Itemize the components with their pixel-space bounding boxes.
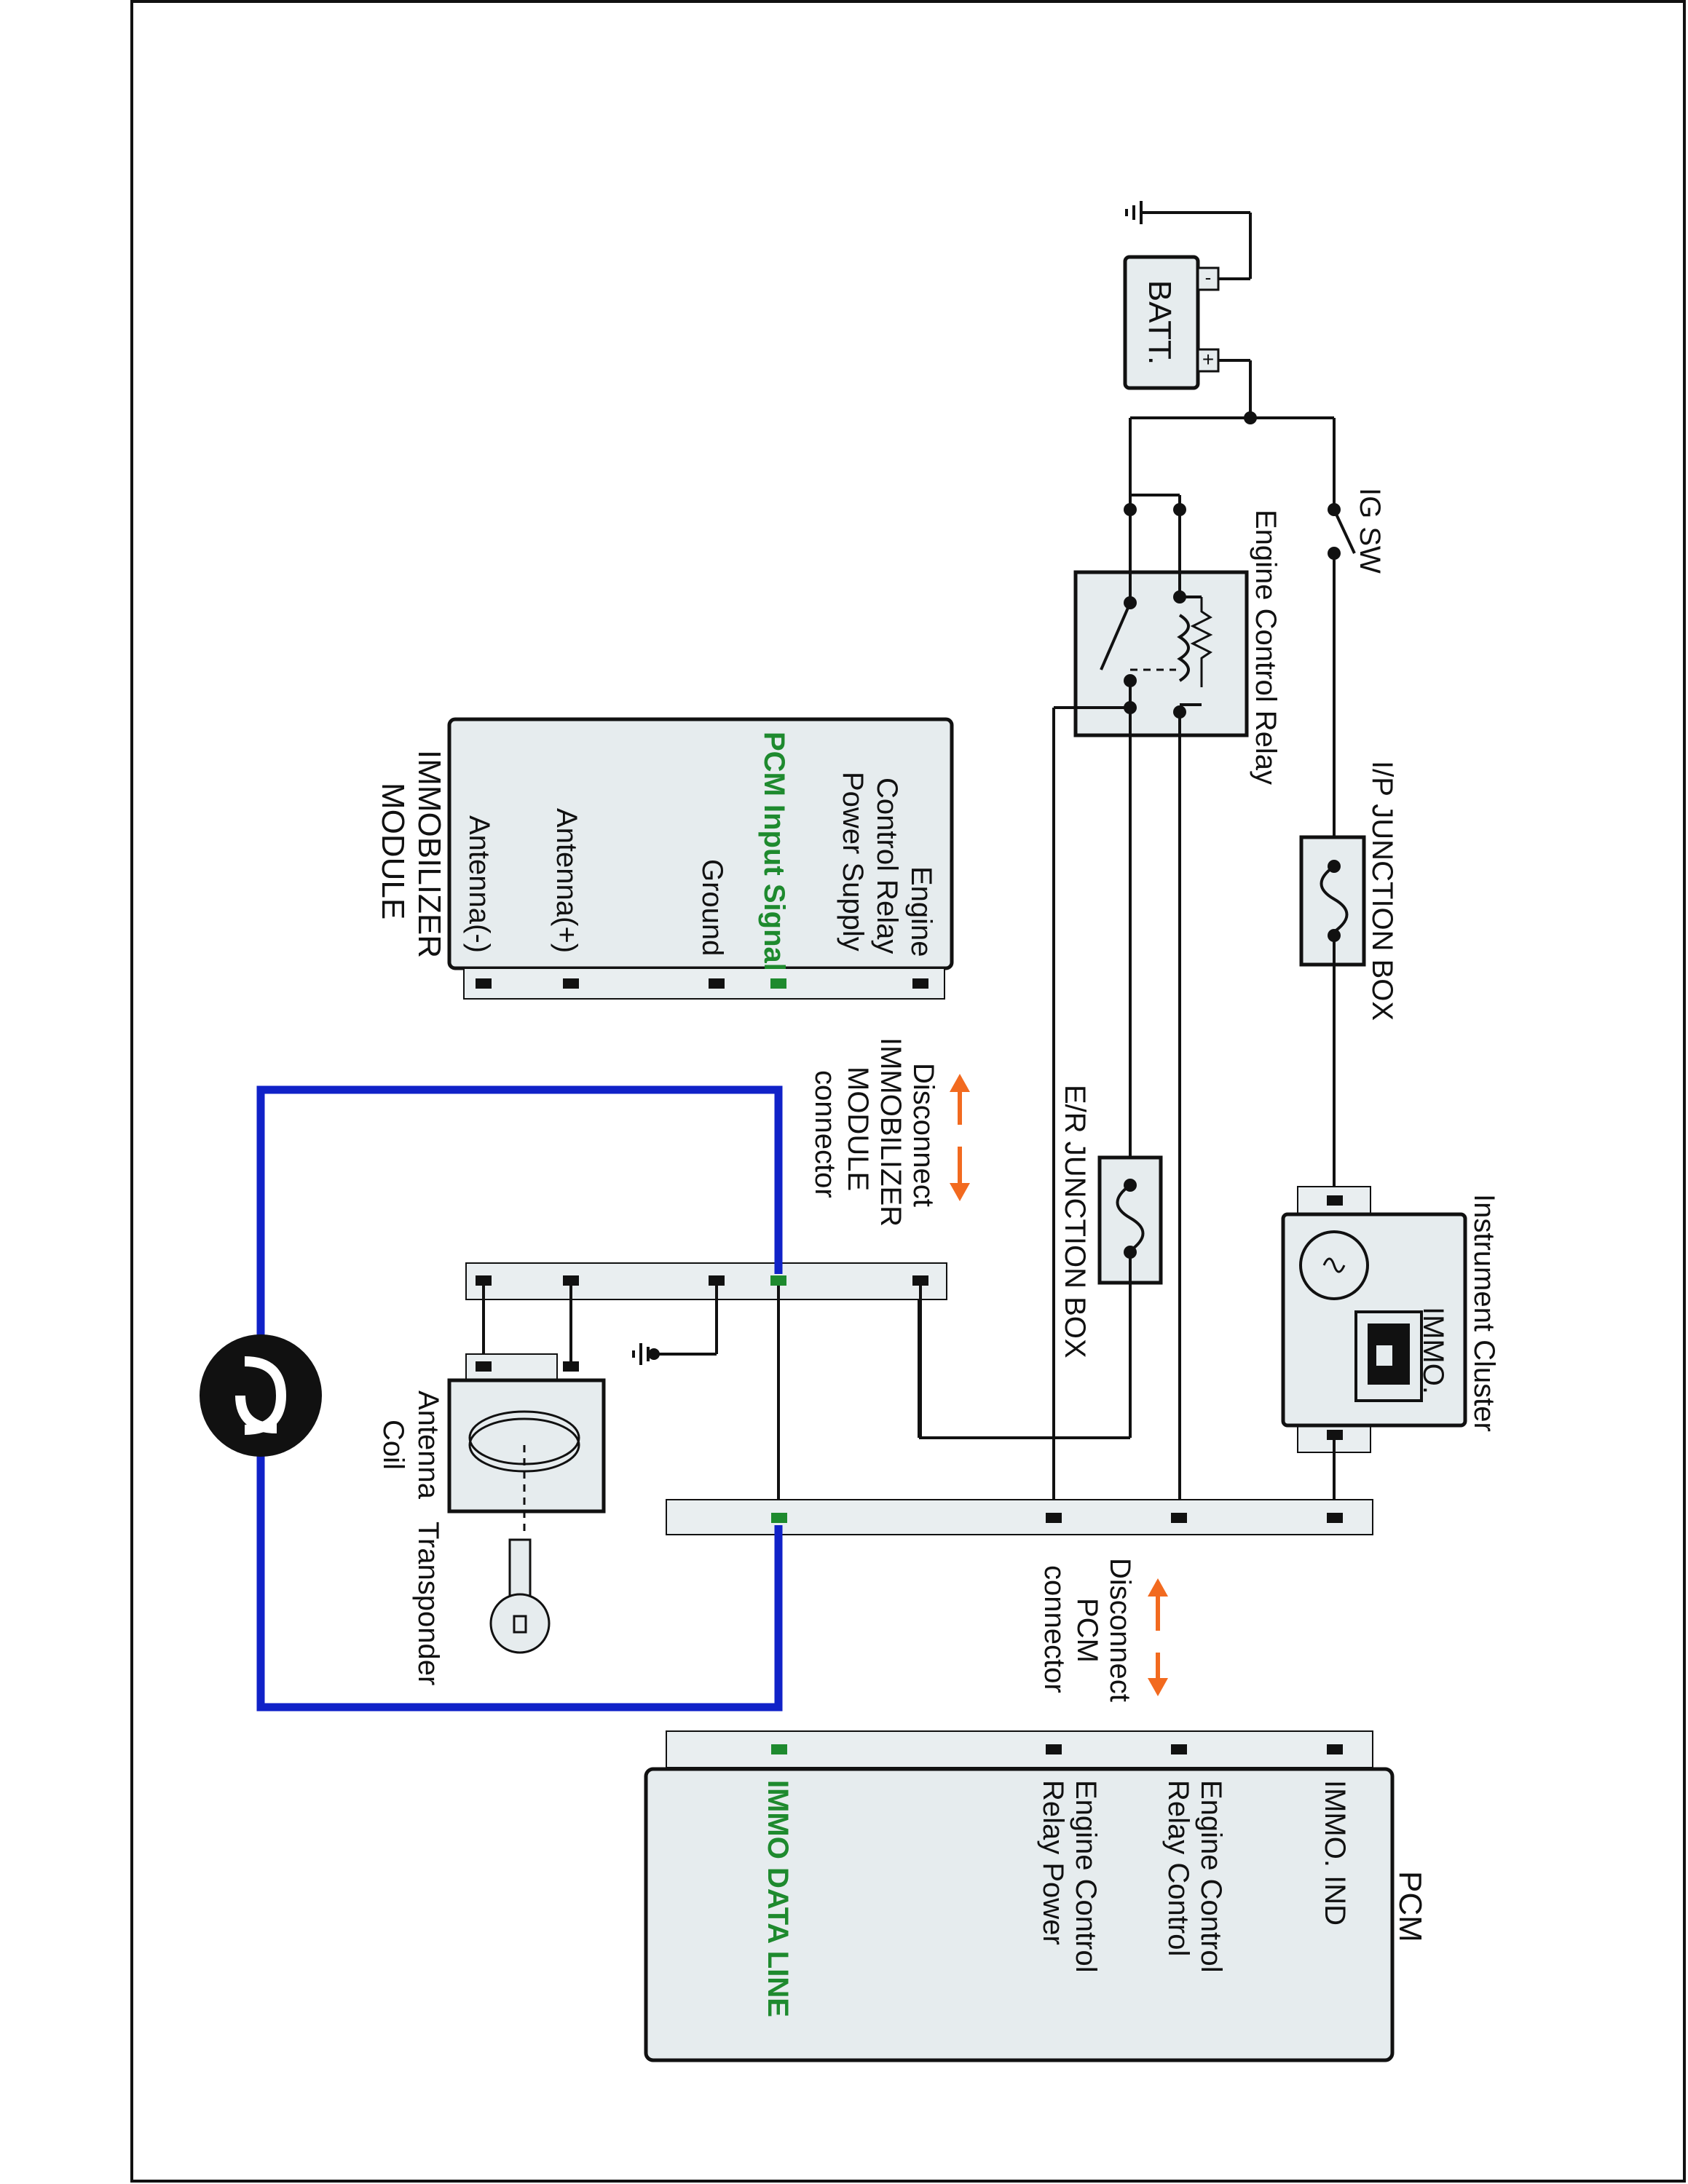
ip-junction-box-label: I/P JUNCTION BOX xyxy=(1366,761,1398,1021)
pin xyxy=(709,1275,725,1286)
pin xyxy=(770,1275,786,1286)
immo-pin-ground: Ground xyxy=(696,859,728,956)
page-frame xyxy=(130,0,1686,2183)
pin xyxy=(1046,1744,1062,1754)
immo-note-line3: MODULE xyxy=(842,1067,874,1191)
pin xyxy=(563,1361,579,1372)
antenna-coil-label-line2: Coil xyxy=(377,1420,409,1470)
pcm-pin-immo-ind: IMMO. IND xyxy=(1319,1780,1351,1926)
ground-symbol xyxy=(632,1343,660,1365)
engine-control-relay-label: Engine Control Relay xyxy=(1250,510,1282,785)
ig-switch: IG SW xyxy=(1328,488,1386,574)
transponder-key-icon: Transponder xyxy=(412,1522,551,1685)
pin xyxy=(563,978,579,989)
pcm-note-line3: connector xyxy=(1038,1565,1070,1693)
pin xyxy=(1327,1430,1343,1440)
immobilizer-module: Engine Control Relay Power Supply PCM In… xyxy=(375,717,954,1000)
immobilizer-module-title-line2: MODULE xyxy=(375,783,411,919)
immo-note-line4: connector xyxy=(809,1070,841,1198)
immo-pin-pcm-input-signal: PCM Input Signal xyxy=(758,732,790,971)
er-junction-box: E/R JUNCTION BOX xyxy=(1059,1085,1163,1358)
pin xyxy=(771,1513,787,1523)
pcm: PCM IMMO. IND Engine Control Relay Contr… xyxy=(644,1730,1428,2062)
instrument-cluster-label: Instrument Cluster xyxy=(1468,1194,1500,1432)
instrument-cluster-immo-label: IMMO. xyxy=(1417,1307,1449,1394)
immo-pin-antenna-plus: Antenna(+) xyxy=(551,808,583,953)
pin xyxy=(912,1275,928,1286)
antenna-coil-label-line1: Antenna xyxy=(412,1390,444,1500)
pcm-pin-relay-power-line2: Relay Power xyxy=(1037,1780,1069,1945)
immo-note-line2: IMMOBILIZER xyxy=(875,1037,907,1227)
pin xyxy=(1327,1744,1343,1754)
pcm-note-line1: Disconnect xyxy=(1104,1558,1136,1702)
battery-ground-symbol xyxy=(1125,201,1252,279)
antenna-coil: Antenna Coil xyxy=(377,1353,606,1536)
pcm-pin-immo-data-line: IMMO DATA LINE xyxy=(762,1780,794,2017)
er-junction-box-label: E/R JUNCTION BOX xyxy=(1059,1085,1091,1358)
pin xyxy=(1046,1513,1062,1523)
battery: - + BATT. xyxy=(1123,255,1250,390)
pin xyxy=(1171,1513,1187,1523)
pcm-pin-relay-power-line1: Engine Control xyxy=(1070,1780,1102,1973)
pcm-pin-relay-control-line2: Relay Control xyxy=(1162,1780,1194,1956)
pin xyxy=(563,1275,579,1286)
pin xyxy=(1171,1744,1187,1754)
battery-plus-sign: + xyxy=(1202,348,1214,371)
inspection-icon xyxy=(200,1334,322,1457)
immo-note-line1: Disconnect xyxy=(907,1063,939,1207)
pcm-title: PCM xyxy=(1392,1871,1428,1942)
pin xyxy=(709,978,725,989)
pcm-connector-disconnect-note: Disconnect PCM connector xyxy=(1038,1558,1168,1702)
pcm-connector-strip xyxy=(666,1499,1373,1535)
ip-junction-box: I/P JUNCTION BOX xyxy=(1299,761,1398,1021)
immo-connector-disconnect-note: Disconnect IMMOBILIZER MODULE connector xyxy=(809,1037,970,1227)
instrument-cluster: IMMO. Instrument Cluster xyxy=(1281,1186,1500,1453)
ig-switch-label: IG SW xyxy=(1354,488,1386,574)
pin xyxy=(476,978,492,989)
immo-pin-engine-relay-line1: Engine xyxy=(905,866,937,957)
pin xyxy=(912,978,928,989)
immo-pin-engine-relay-line2: Control Relay xyxy=(871,778,903,954)
pcm-note-line2: PCM xyxy=(1071,1598,1103,1663)
pin xyxy=(1327,1195,1343,1206)
pcm-pin-relay-control-line1: Engine Control xyxy=(1195,1780,1227,1973)
pin xyxy=(770,978,786,989)
immobilizer-connector-strip xyxy=(465,1262,947,1300)
immobilizer-module-title-line1: IMMOBILIZER xyxy=(411,750,447,958)
immo-pin-antenna-minus: Antenna(-) xyxy=(463,815,495,953)
pin xyxy=(476,1361,492,1372)
immo-indicator-icon xyxy=(1368,1324,1410,1385)
pin xyxy=(1327,1513,1343,1523)
battery-label: BATT. xyxy=(1142,280,1178,365)
immo-pin-engine-relay-line3: Power Supply xyxy=(837,772,869,951)
pin xyxy=(476,1275,492,1286)
battery-minus-sign: - xyxy=(1205,266,1212,288)
transponder-label: Transponder xyxy=(412,1522,444,1685)
pin xyxy=(771,1744,787,1754)
